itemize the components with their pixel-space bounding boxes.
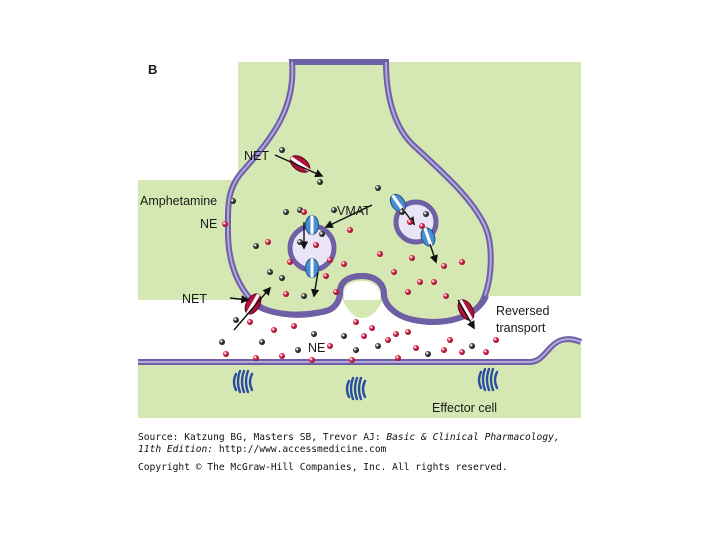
effector-cell-label: Effector cell <box>432 401 497 415</box>
ne-legend-label: NE <box>200 217 217 231</box>
amphetamine-label: Amphetamine <box>140 194 217 208</box>
ne-cleft-label: NE <box>308 341 325 355</box>
upper-white-left <box>138 62 238 180</box>
reversed-transport-label-1: Reversed <box>496 304 550 318</box>
presynaptic-bottom-edge <box>250 272 489 325</box>
amphetamine-legend-icon <box>230 198 236 204</box>
caption-url: http://www.accessmedicine.com <box>213 444 387 455</box>
ne-legend-icon <box>222 221 228 227</box>
reversed-transport-label-2: transport <box>496 321 546 335</box>
caption-source-prefix: Source: Katzung BG, Masters SB, Trevor A… <box>138 432 387 443</box>
effector-membrane-highlight <box>138 338 582 363</box>
caption-book-title: Basic & Clinical Pharmacology, <box>386 432 560 443</box>
caption-edition-line: 11th Edition: http://www.accessmedicine.… <box>138 444 386 456</box>
caption-copyright: Copyright © The McGraw-Hill Companies, I… <box>138 462 508 473</box>
net-label-top: NET <box>244 149 269 163</box>
vmat-transporter-1 <box>305 215 319 235</box>
vmat-transporter-2 <box>305 258 319 278</box>
presynaptic-bottom-fill <box>344 281 380 300</box>
transport-arrows <box>229 154 475 331</box>
panel-letter: B <box>148 62 157 77</box>
vmat-label: VMAT <box>337 204 371 218</box>
caption-edition: 11th Edition: <box>138 444 214 455</box>
net-label-left: NET <box>182 292 207 306</box>
caption-source: Source: Katzung BG, Masters SB, Trevor A… <box>138 432 560 444</box>
